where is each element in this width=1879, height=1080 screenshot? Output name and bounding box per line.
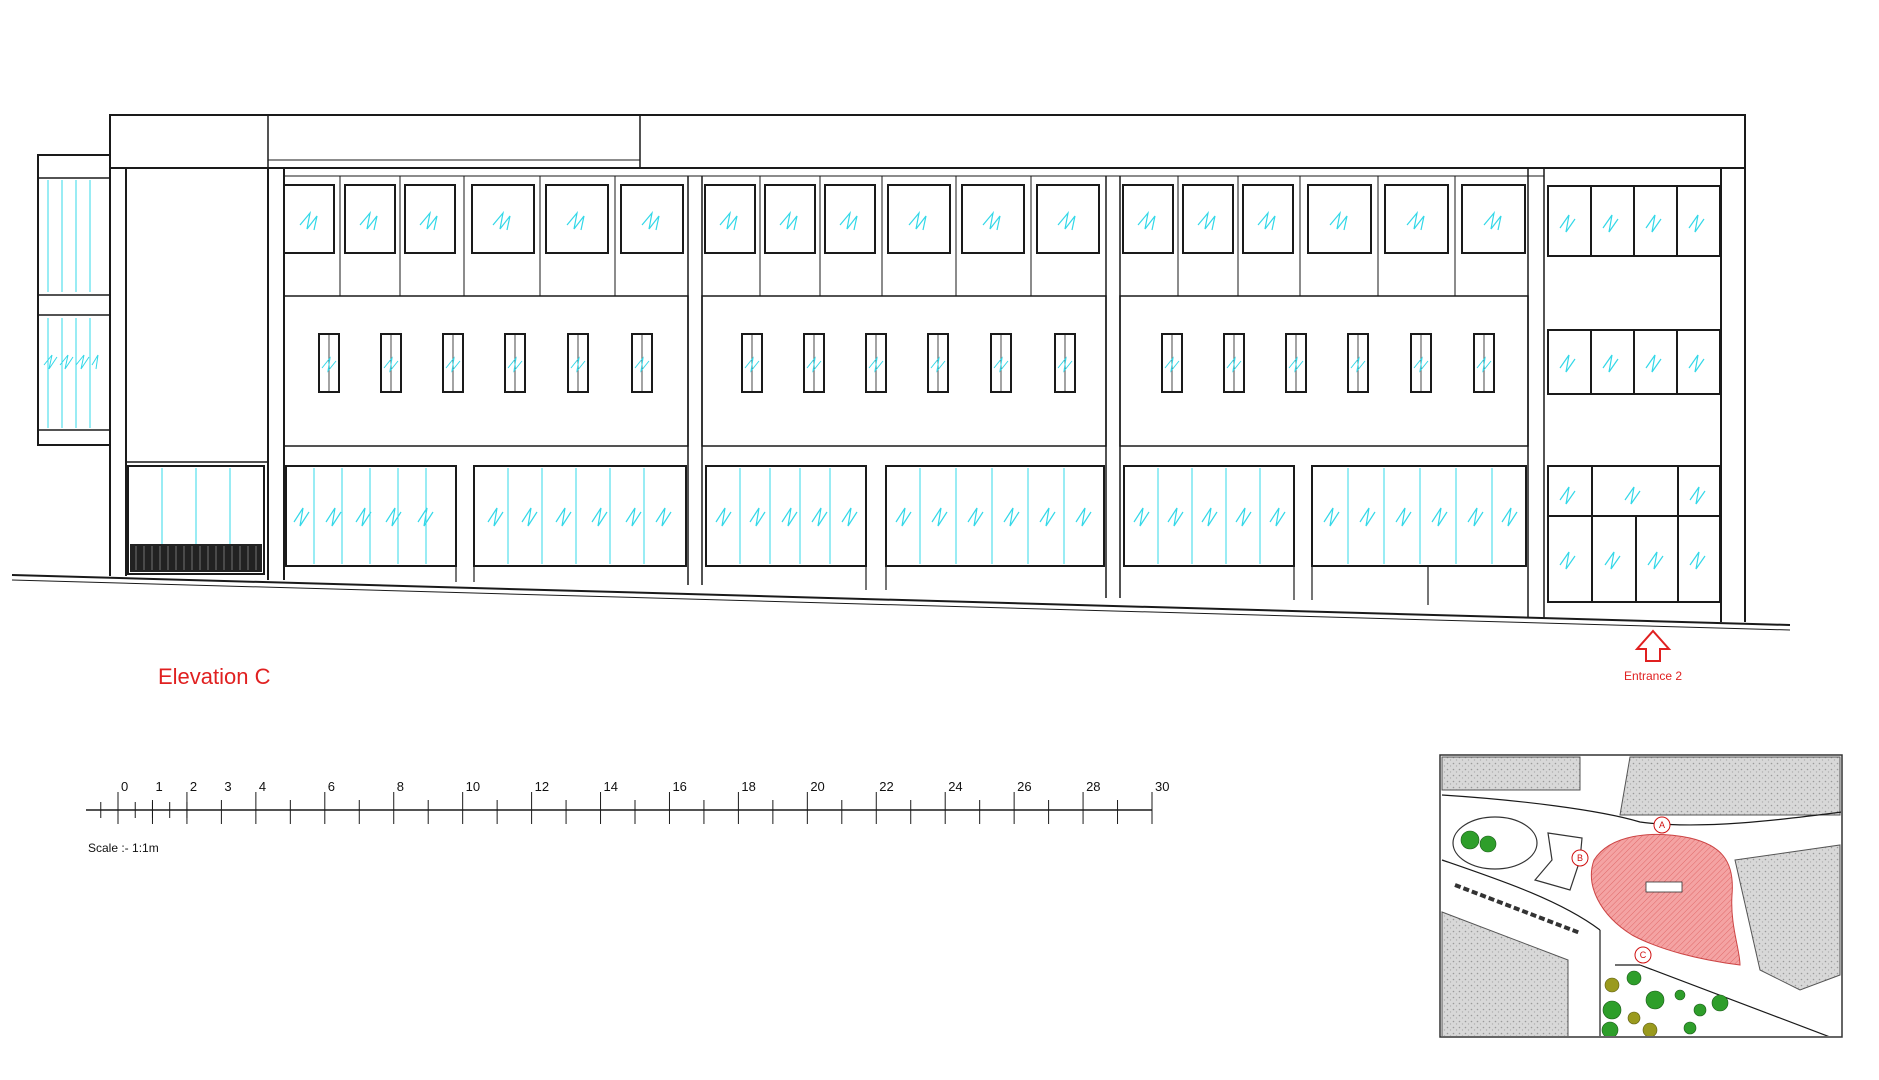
entrance-arrow-icon — [1634, 629, 1672, 662]
scale-tick-label: 22 — [879, 779, 893, 794]
scale-tick-label: 12 — [535, 779, 549, 794]
scale-tick-label: 20 — [810, 779, 824, 794]
scale-tick-label: 10 — [466, 779, 480, 794]
scale-tick-label: 18 — [741, 779, 755, 794]
marker-c-icon: C — [1634, 946, 1652, 964]
scale-tick-label: 24 — [948, 779, 962, 794]
key-plan: A B C — [1439, 754, 1843, 1038]
site-area — [1590, 833, 1741, 966]
scale-tick-label: 26 — [1017, 779, 1031, 794]
scale-tick-label: 8 — [397, 779, 404, 794]
middle-narrow-windows — [318, 333, 1495, 393]
ground-gate — [130, 544, 262, 572]
block-top-right — [1619, 756, 1841, 816]
ground-floor-glazing — [127, 465, 1527, 605]
building-elevation — [11, 114, 1791, 631]
scale-tick-label: 28 — [1086, 779, 1100, 794]
left-annex — [37, 154, 111, 446]
marker-b-icon: B — [1571, 849, 1589, 867]
scale-tick-label: 14 — [604, 779, 618, 794]
scale-caption: Scale :- 1:1m — [88, 841, 159, 855]
marker-a-label: A — [1659, 820, 1665, 830]
marker-c-label: C — [1640, 950, 1647, 960]
trees — [1460, 830, 1729, 1036]
scale-tick-label: 4 — [259, 779, 266, 794]
marker-b-label: B — [1577, 853, 1583, 863]
marker-a-icon: A — [1653, 816, 1671, 834]
right-wing — [1547, 185, 1721, 603]
upper-window-row — [283, 184, 1526, 254]
scale-tick-label: 2 — [190, 779, 197, 794]
block-bottom-left — [1441, 911, 1569, 1036]
block-right — [1734, 844, 1841, 991]
scale-tick-label: 16 — [672, 779, 686, 794]
scale-tick-label: 0 — [121, 779, 128, 794]
ground-line — [11, 574, 1791, 626]
scale-tick-label: 1 — [155, 779, 162, 794]
ground-line-inner — [11, 579, 1791, 631]
view-markers: A B C — [1571, 816, 1671, 964]
scale-tick-label: 3 — [224, 779, 231, 794]
drawing-title: Elevation C — [158, 664, 271, 689]
entrance-label: Entrance 2 — [1624, 669, 1682, 683]
scale-tick-label: 6 — [328, 779, 335, 794]
scale-tick-label: 30 — [1155, 779, 1169, 794]
block-top-left — [1441, 756, 1581, 791]
pavilion — [1533, 832, 1583, 891]
